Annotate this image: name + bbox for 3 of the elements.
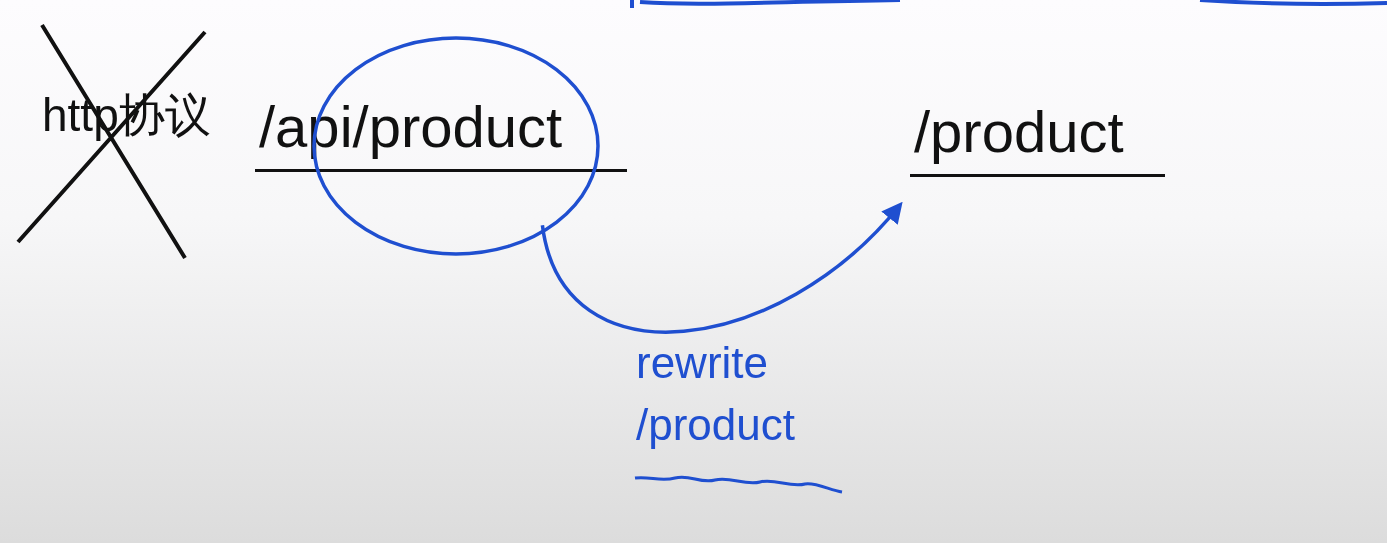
path-text: /product: [910, 100, 1165, 177]
edge-label: rewrite /product: [635, 337, 796, 451]
curved-arrow: [540, 201, 903, 334]
